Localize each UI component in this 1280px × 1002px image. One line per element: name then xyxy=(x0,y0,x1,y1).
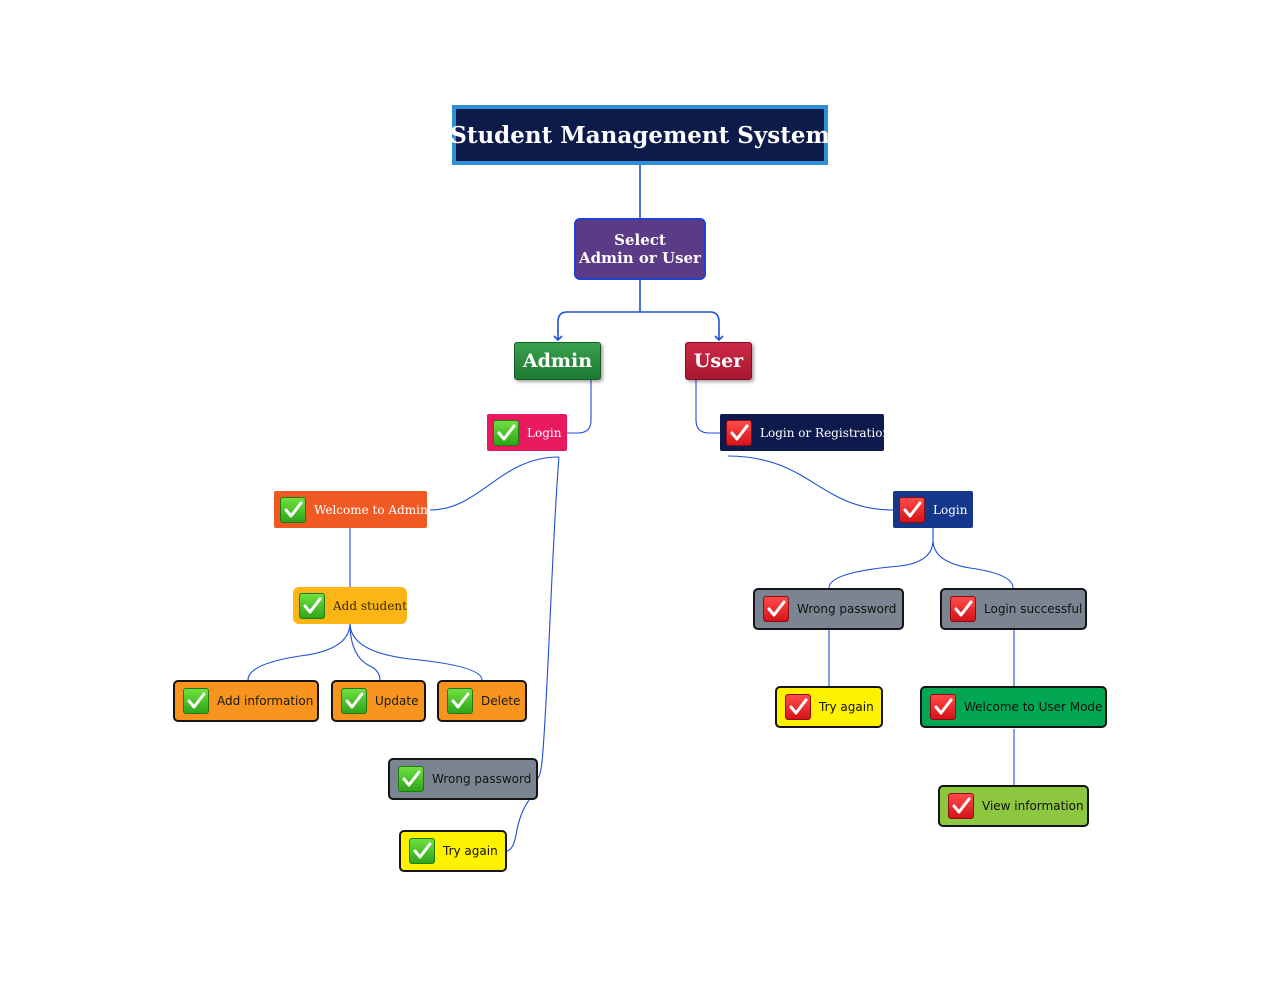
admin-login-label: Login xyxy=(527,425,562,440)
login-successful-label: Login successful xyxy=(984,602,1083,616)
delete-label: Delete xyxy=(481,694,521,708)
link-user-loginreg xyxy=(695,380,720,434)
user-node[interactable]: User xyxy=(685,342,752,380)
admin-wrong-password-node[interactable]: Wrong password xyxy=(388,758,538,800)
view-information-label: View information xyxy=(982,799,1084,813)
login-successful-node[interactable]: Login successful xyxy=(940,588,1087,630)
user-login-node[interactable]: Login xyxy=(893,491,973,528)
check-icon xyxy=(950,596,976,622)
link-addstudent-addinfo xyxy=(247,622,351,681)
check-icon xyxy=(493,419,519,446)
login-registration-node[interactable]: Login or Registration xyxy=(720,414,890,451)
welcome-user-mode-node[interactable]: Welcome to User Mode xyxy=(920,686,1107,728)
welcome-admin-label: Welcome to Admin xyxy=(314,502,428,517)
check-icon xyxy=(930,694,956,720)
select-line2: Admin or User xyxy=(579,249,701,267)
link-login-wrongpw-user xyxy=(828,528,934,589)
check-icon xyxy=(341,688,367,714)
user-wrong-password-label: Wrong password xyxy=(797,602,897,616)
link-admin-login xyxy=(567,380,592,434)
add-information-label: Add information xyxy=(217,694,314,708)
link-login-success xyxy=(932,528,1014,589)
view-information-node[interactable]: View information xyxy=(938,785,1089,827)
select-line1: Select xyxy=(614,231,666,249)
add-student-label: Add student xyxy=(333,598,407,613)
check-icon xyxy=(398,766,424,792)
check-icon xyxy=(183,688,209,714)
admin-wrong-password-label: Wrong password xyxy=(432,772,532,786)
update-label: Update xyxy=(375,694,419,708)
diagram-title-text: Student Management System xyxy=(450,121,830,149)
delete-node[interactable]: Delete xyxy=(437,680,527,722)
link-login-wrongpw xyxy=(536,456,560,780)
link-addstudent-update xyxy=(349,622,381,681)
link-split-user xyxy=(640,311,724,342)
user-wrong-password-node[interactable]: Wrong password xyxy=(753,588,904,630)
user-try-again-node[interactable]: Try again xyxy=(775,686,883,728)
user-try-again-label: Try again xyxy=(819,700,874,714)
add-student-node[interactable]: Add student xyxy=(293,587,407,624)
user-login-label: Login xyxy=(933,502,968,517)
check-icon xyxy=(763,596,789,622)
link-loginreg-login xyxy=(727,455,894,511)
link-wrongpw-tryagain xyxy=(505,799,530,852)
check-icon xyxy=(299,592,325,619)
link-addstudent-delete xyxy=(349,622,483,681)
check-icon xyxy=(280,496,306,523)
welcome-user-mode-label: Welcome to User Mode xyxy=(964,700,1103,714)
admin-try-again-label: Try again xyxy=(443,844,498,858)
admin-node[interactable]: Admin xyxy=(514,342,601,380)
admin-try-again-node[interactable]: Try again xyxy=(399,830,507,872)
user-label: User xyxy=(693,350,744,372)
admin-label: Admin xyxy=(522,350,593,372)
welcome-admin-node[interactable]: Welcome to Admin xyxy=(274,491,428,528)
update-node[interactable]: Update xyxy=(331,680,426,722)
link-login-welcome xyxy=(429,456,560,511)
check-icon xyxy=(726,419,752,446)
check-icon xyxy=(409,838,435,864)
check-icon xyxy=(785,694,811,720)
login-registration-label: Login or Registration xyxy=(760,425,891,440)
check-icon xyxy=(948,793,974,819)
check-icon xyxy=(447,688,473,714)
select-node[interactable]: Select Admin or User xyxy=(574,218,706,280)
link-split-admin xyxy=(553,311,640,342)
admin-login-node[interactable]: Login xyxy=(487,414,567,451)
check-icon xyxy=(899,496,925,523)
diagram-title: Student Management System xyxy=(450,105,830,165)
add-information-node[interactable]: Add information xyxy=(173,680,319,722)
